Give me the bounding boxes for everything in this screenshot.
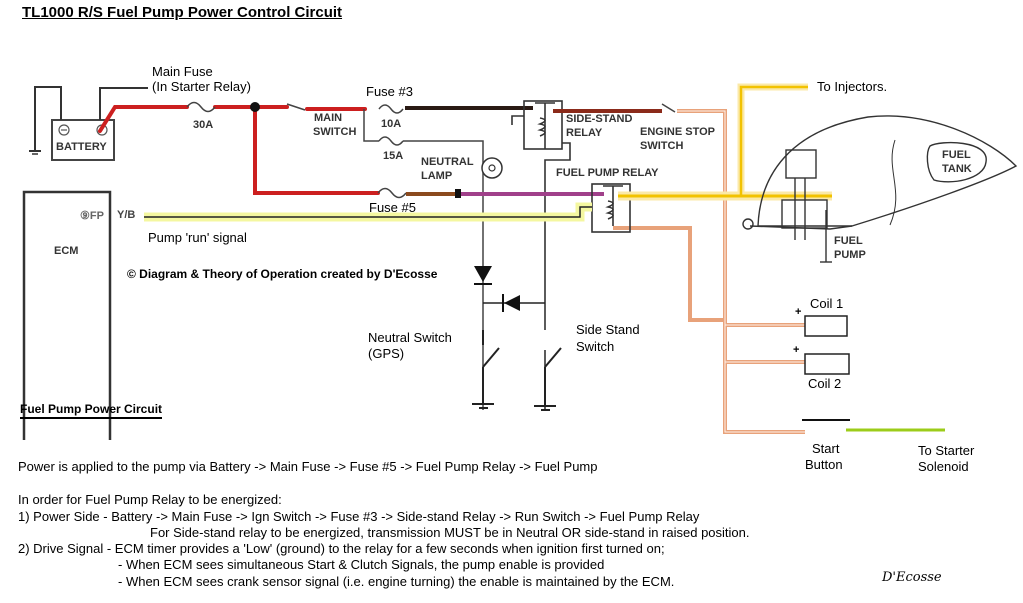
neutral-switch-label-2: (GPS)	[368, 346, 405, 361]
fuel-pump-relay-symbol	[591, 183, 631, 233]
neutral-lamp-symbol	[481, 157, 503, 179]
fuel-tank-label-1: FUEL	[942, 149, 971, 161]
side-stand-switch-label-2: Switch	[576, 339, 615, 354]
fuse5-symbol	[377, 187, 407, 199]
coil2-symbol	[804, 353, 850, 375]
coil1-plus: +	[795, 306, 802, 318]
neutral-switch-label-1: Neutral Switch	[368, 330, 452, 345]
fuel-tank-label-2: TANK	[942, 163, 972, 175]
item2-b-text: - When ECM sees crank sensor signal (i.e…	[118, 574, 675, 589]
main-fuse-label: Main Fuse	[152, 64, 213, 79]
ecm-signal-wire	[144, 206, 592, 218]
item1-note-text: For Side-stand relay to be energized, tr…	[150, 525, 750, 540]
engine-stop-label-2: SWITCH	[640, 140, 684, 152]
ecm-box	[22, 190, 112, 440]
start-button-label-2: Button	[805, 457, 843, 472]
fuel-tank-illustration	[742, 115, 1018, 263]
neutral-lamp-label-2: LAMP	[421, 170, 453, 182]
signal-glow	[144, 202, 592, 222]
neutral-lamp-label-1: NEUTRAL	[421, 156, 474, 168]
item2-a-text: - When ECM sees simultaneous Start & Clu…	[118, 557, 605, 572]
neutral-diode	[474, 266, 492, 285]
to-starter-label-1: To Starter	[918, 443, 975, 458]
energize-intro-text: In order for Fuel Pump Relay to be energ…	[18, 492, 282, 507]
section-title: Fuel Pump Power Circuit	[20, 402, 163, 419]
main-fuse-symbol	[186, 101, 216, 113]
fuel-pump-relay-label: FUEL PUMP RELAY	[556, 167, 659, 179]
coil1-label: Coil 1	[810, 296, 844, 311]
orange-ignition-wire	[613, 109, 805, 434]
battery-label: BATTERY	[56, 141, 107, 153]
ecm-pin-label: ⑨FP	[80, 210, 104, 222]
side-stand-diode	[483, 294, 545, 312]
main-fuse-sublabel: (In Starter Relay)	[152, 79, 251, 94]
orange-wire-core	[677, 110, 805, 433]
start-button-label-1: Start	[812, 441, 840, 456]
main-switch-symbol	[286, 103, 306, 111]
side-stand-relay-label-2: RELAY	[566, 127, 603, 139]
neutral-switch-symbol	[472, 330, 500, 409]
main-fuse-rating: 30A	[193, 119, 214, 131]
item2-text: 2) Drive Signal - ECM timer provides a '…	[18, 541, 665, 556]
to-starter-label-2: Solenoid	[918, 459, 969, 474]
signature: D'Ecosse	[882, 570, 942, 585]
item1-text: 1) Power Side - Battery -> Main Fuse -> …	[18, 509, 700, 524]
junction-dot	[250, 102, 260, 112]
power-path-text: Power is applied to the pump via Battery…	[18, 459, 598, 474]
side-stand-switch-symbol	[534, 347, 562, 411]
main-switch-label-1: MAIN	[314, 112, 343, 124]
side-stand-switch-label-1: Side Stand	[576, 322, 640, 337]
fuse3-symbols	[363, 104, 484, 410]
to-injectors-label: To Injectors.	[817, 79, 888, 94]
side-stand-relay-symbol	[511, 100, 571, 410]
copyright-label: © Diagram & Theory of Operation created …	[127, 267, 438, 281]
fuel-pump-label-2: PUMP	[834, 249, 866, 261]
engine-stop-switch-symbol	[661, 103, 676, 113]
fuse3-rating: 10A	[381, 118, 402, 130]
connector	[455, 189, 461, 198]
ecm-label: ECM	[54, 245, 79, 257]
fuse3-label: Fuse #3	[366, 84, 413, 99]
ecm-wire-label: Y/B	[117, 209, 136, 221]
page-title: TL1000 R/S Fuel Pump Power Control Circu…	[22, 4, 343, 21]
engine-stop-label-1: ENGINE STOP	[640, 126, 715, 138]
fuel-pump-label-1: FUEL	[834, 235, 863, 247]
coil2-plus: +	[793, 344, 800, 356]
fuse-15a-rating: 15A	[383, 150, 404, 162]
pump-run-signal-label: Pump 'run' signal	[148, 230, 247, 245]
pump-feed-wire	[618, 83, 832, 201]
coil2-label: Coil 2	[808, 376, 842, 391]
fuse5-label: Fuse #5	[369, 200, 416, 215]
coil1-symbol	[804, 315, 848, 337]
side-stand-relay-label-1: SIDE-STAND	[566, 113, 633, 125]
main-switch-label-2: SWITCH	[313, 126, 357, 138]
